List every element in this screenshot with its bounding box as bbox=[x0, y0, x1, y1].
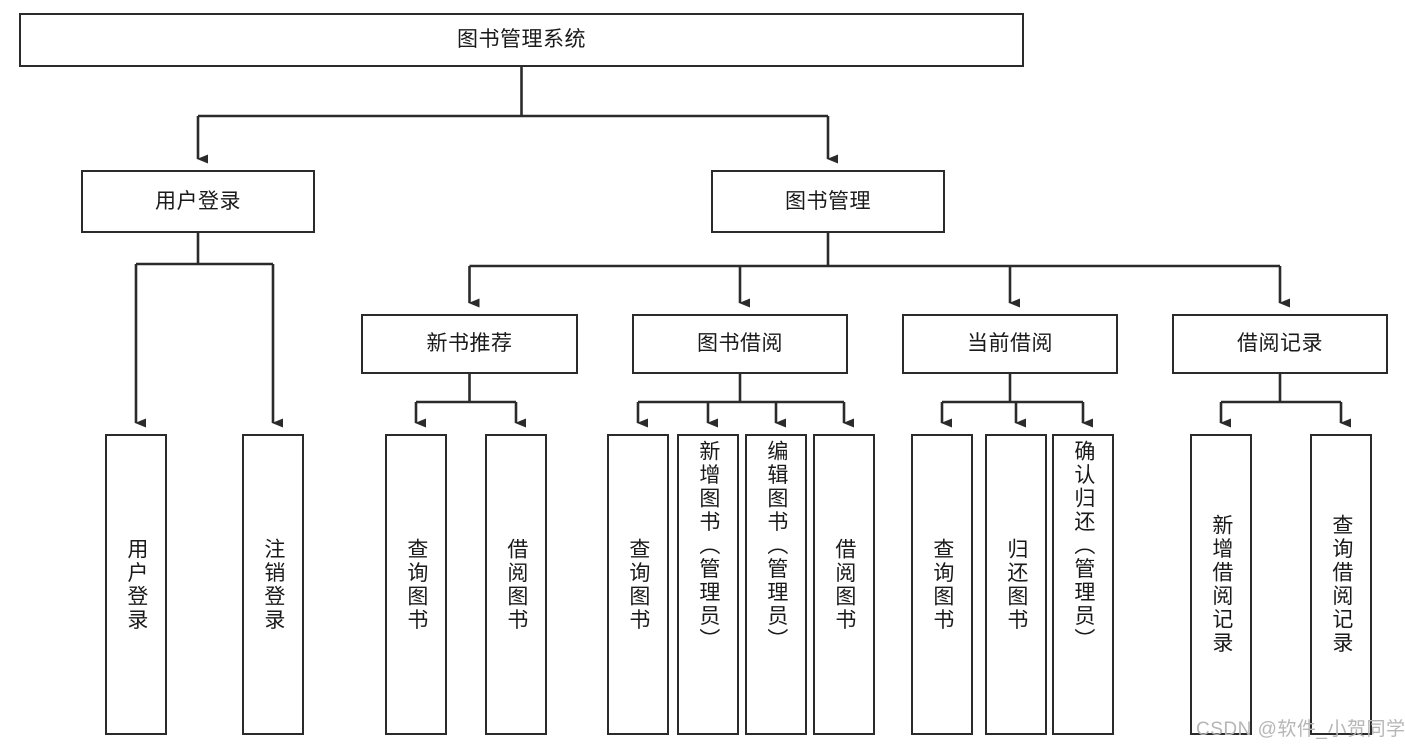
node-leaf-add-book[interactable]: 新增图书（管理员） bbox=[677, 434, 739, 735]
node-label: 用户登录 bbox=[124, 537, 148, 632]
node-label: 图书借阅 bbox=[697, 332, 783, 356]
node-label: 查询借阅记录 bbox=[1329, 514, 1353, 655]
node-label: 借阅图书 bbox=[832, 537, 856, 632]
node-label: 借阅记录 bbox=[1237, 332, 1323, 356]
node-label: 图书管理系统 bbox=[457, 28, 586, 52]
node-leaf-borrow-book-1[interactable]: 借阅图书 bbox=[485, 434, 547, 735]
node-leaf-query-book-3[interactable]: 查询图书 bbox=[911, 434, 973, 735]
node-leaf-confirm-return[interactable]: 确认归还（管理员） bbox=[1052, 434, 1114, 735]
node-leaf-edit-book[interactable]: 编辑图书（管理员） bbox=[745, 434, 807, 735]
node-book-manage[interactable]: 图书管理 bbox=[711, 170, 945, 233]
node-label: 图书管理 bbox=[785, 189, 871, 213]
node-user-login[interactable]: 用户登录 bbox=[81, 170, 315, 233]
node-label: 新增借阅记录 bbox=[1209, 514, 1233, 655]
node-label: 新书推荐 bbox=[426, 332, 513, 356]
node-label: 归还图书 bbox=[1004, 537, 1028, 632]
node-book-borrow[interactable]: 图书借阅 bbox=[632, 314, 848, 374]
node-label: 借阅图书 bbox=[504, 537, 528, 632]
node-leaf-query-book-1[interactable]: 查询图书 bbox=[385, 434, 447, 735]
node-leaf-return-book[interactable]: 归还图书 bbox=[985, 434, 1047, 735]
node-leaf-user-login[interactable]: 用户登录 bbox=[105, 434, 167, 735]
node-label: 查询图书 bbox=[626, 537, 650, 632]
node-label: 查询图书 bbox=[404, 537, 428, 632]
csdn-watermark: CSDN @软件_小贺同学 bbox=[1196, 719, 1405, 740]
node-new-book-recommend[interactable]: 新书推荐 bbox=[361, 314, 578, 374]
node-label: 注销登录 bbox=[261, 537, 285, 632]
node-leaf-query-book-2[interactable]: 查询图书 bbox=[607, 434, 669, 735]
node-leaf-add-record[interactable]: 新增借阅记录 bbox=[1190, 434, 1252, 735]
node-leaf-user-logout[interactable]: 注销登录 bbox=[242, 434, 304, 735]
node-label: 当前借阅 bbox=[967, 332, 1053, 356]
node-leaf-borrow-book-2[interactable]: 借阅图书 bbox=[813, 434, 875, 735]
node-leaf-query-record[interactable]: 查询借阅记录 bbox=[1310, 434, 1372, 735]
node-label: 新增图书（管理员） bbox=[696, 440, 720, 652]
node-label: 确认归还（管理员） bbox=[1071, 440, 1095, 652]
node-label: 编辑图书（管理员） bbox=[764, 440, 788, 652]
node-borrow-record[interactable]: 借阅记录 bbox=[1172, 314, 1388, 374]
node-label: 查询图书 bbox=[930, 537, 954, 632]
edge-group bbox=[134, 67, 1351, 428]
node-current-borrow[interactable]: 当前借阅 bbox=[902, 314, 1118, 374]
node-root[interactable]: 图书管理系统 bbox=[19, 13, 1024, 67]
node-label: 用户登录 bbox=[155, 189, 241, 213]
